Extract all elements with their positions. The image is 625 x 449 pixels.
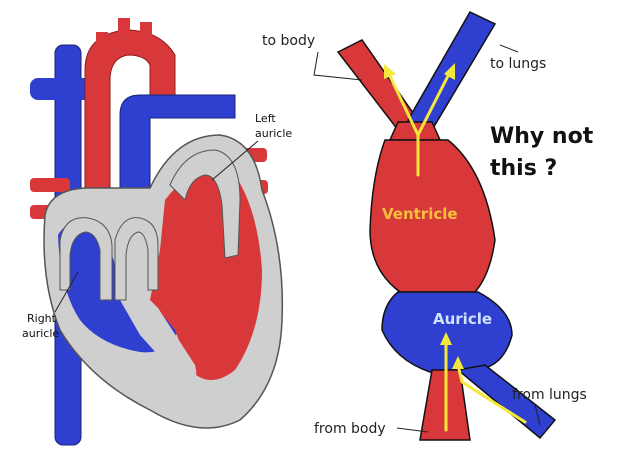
vessel-to-body — [338, 40, 418, 130]
aortic-branch-1 — [96, 32, 108, 54]
why-not-title-line2: this ? — [490, 156, 557, 181]
schematic-heart: Ventricle Auricle to body to lungs from … — [262, 12, 594, 440]
to-lungs-label: to lungs — [490, 56, 546, 72]
auricle-label: Auricle — [433, 310, 492, 328]
right-auricle-label-line1: Right — [27, 312, 57, 325]
aortic-branch-3 — [140, 22, 152, 44]
ventricle-label: Ventricle — [382, 205, 458, 223]
left-auricle-label-line1: Left — [255, 112, 276, 125]
anatomical-heart: Left auricle Right auricle — [22, 18, 292, 445]
to-lungs-leader — [500, 45, 518, 52]
from-lungs-label: from lungs — [512, 387, 587, 403]
to-body-label: to body — [262, 33, 315, 49]
aortic-branch-2 — [118, 18, 130, 40]
why-not-title-line1: Why not — [490, 124, 594, 149]
left-auricle-label-line2: auricle — [255, 127, 292, 140]
right-auricle-label-line2: auricle — [22, 327, 59, 340]
from-body-label: from body — [314, 421, 386, 437]
pulmonary-vein-left-top — [30, 178, 70, 192]
